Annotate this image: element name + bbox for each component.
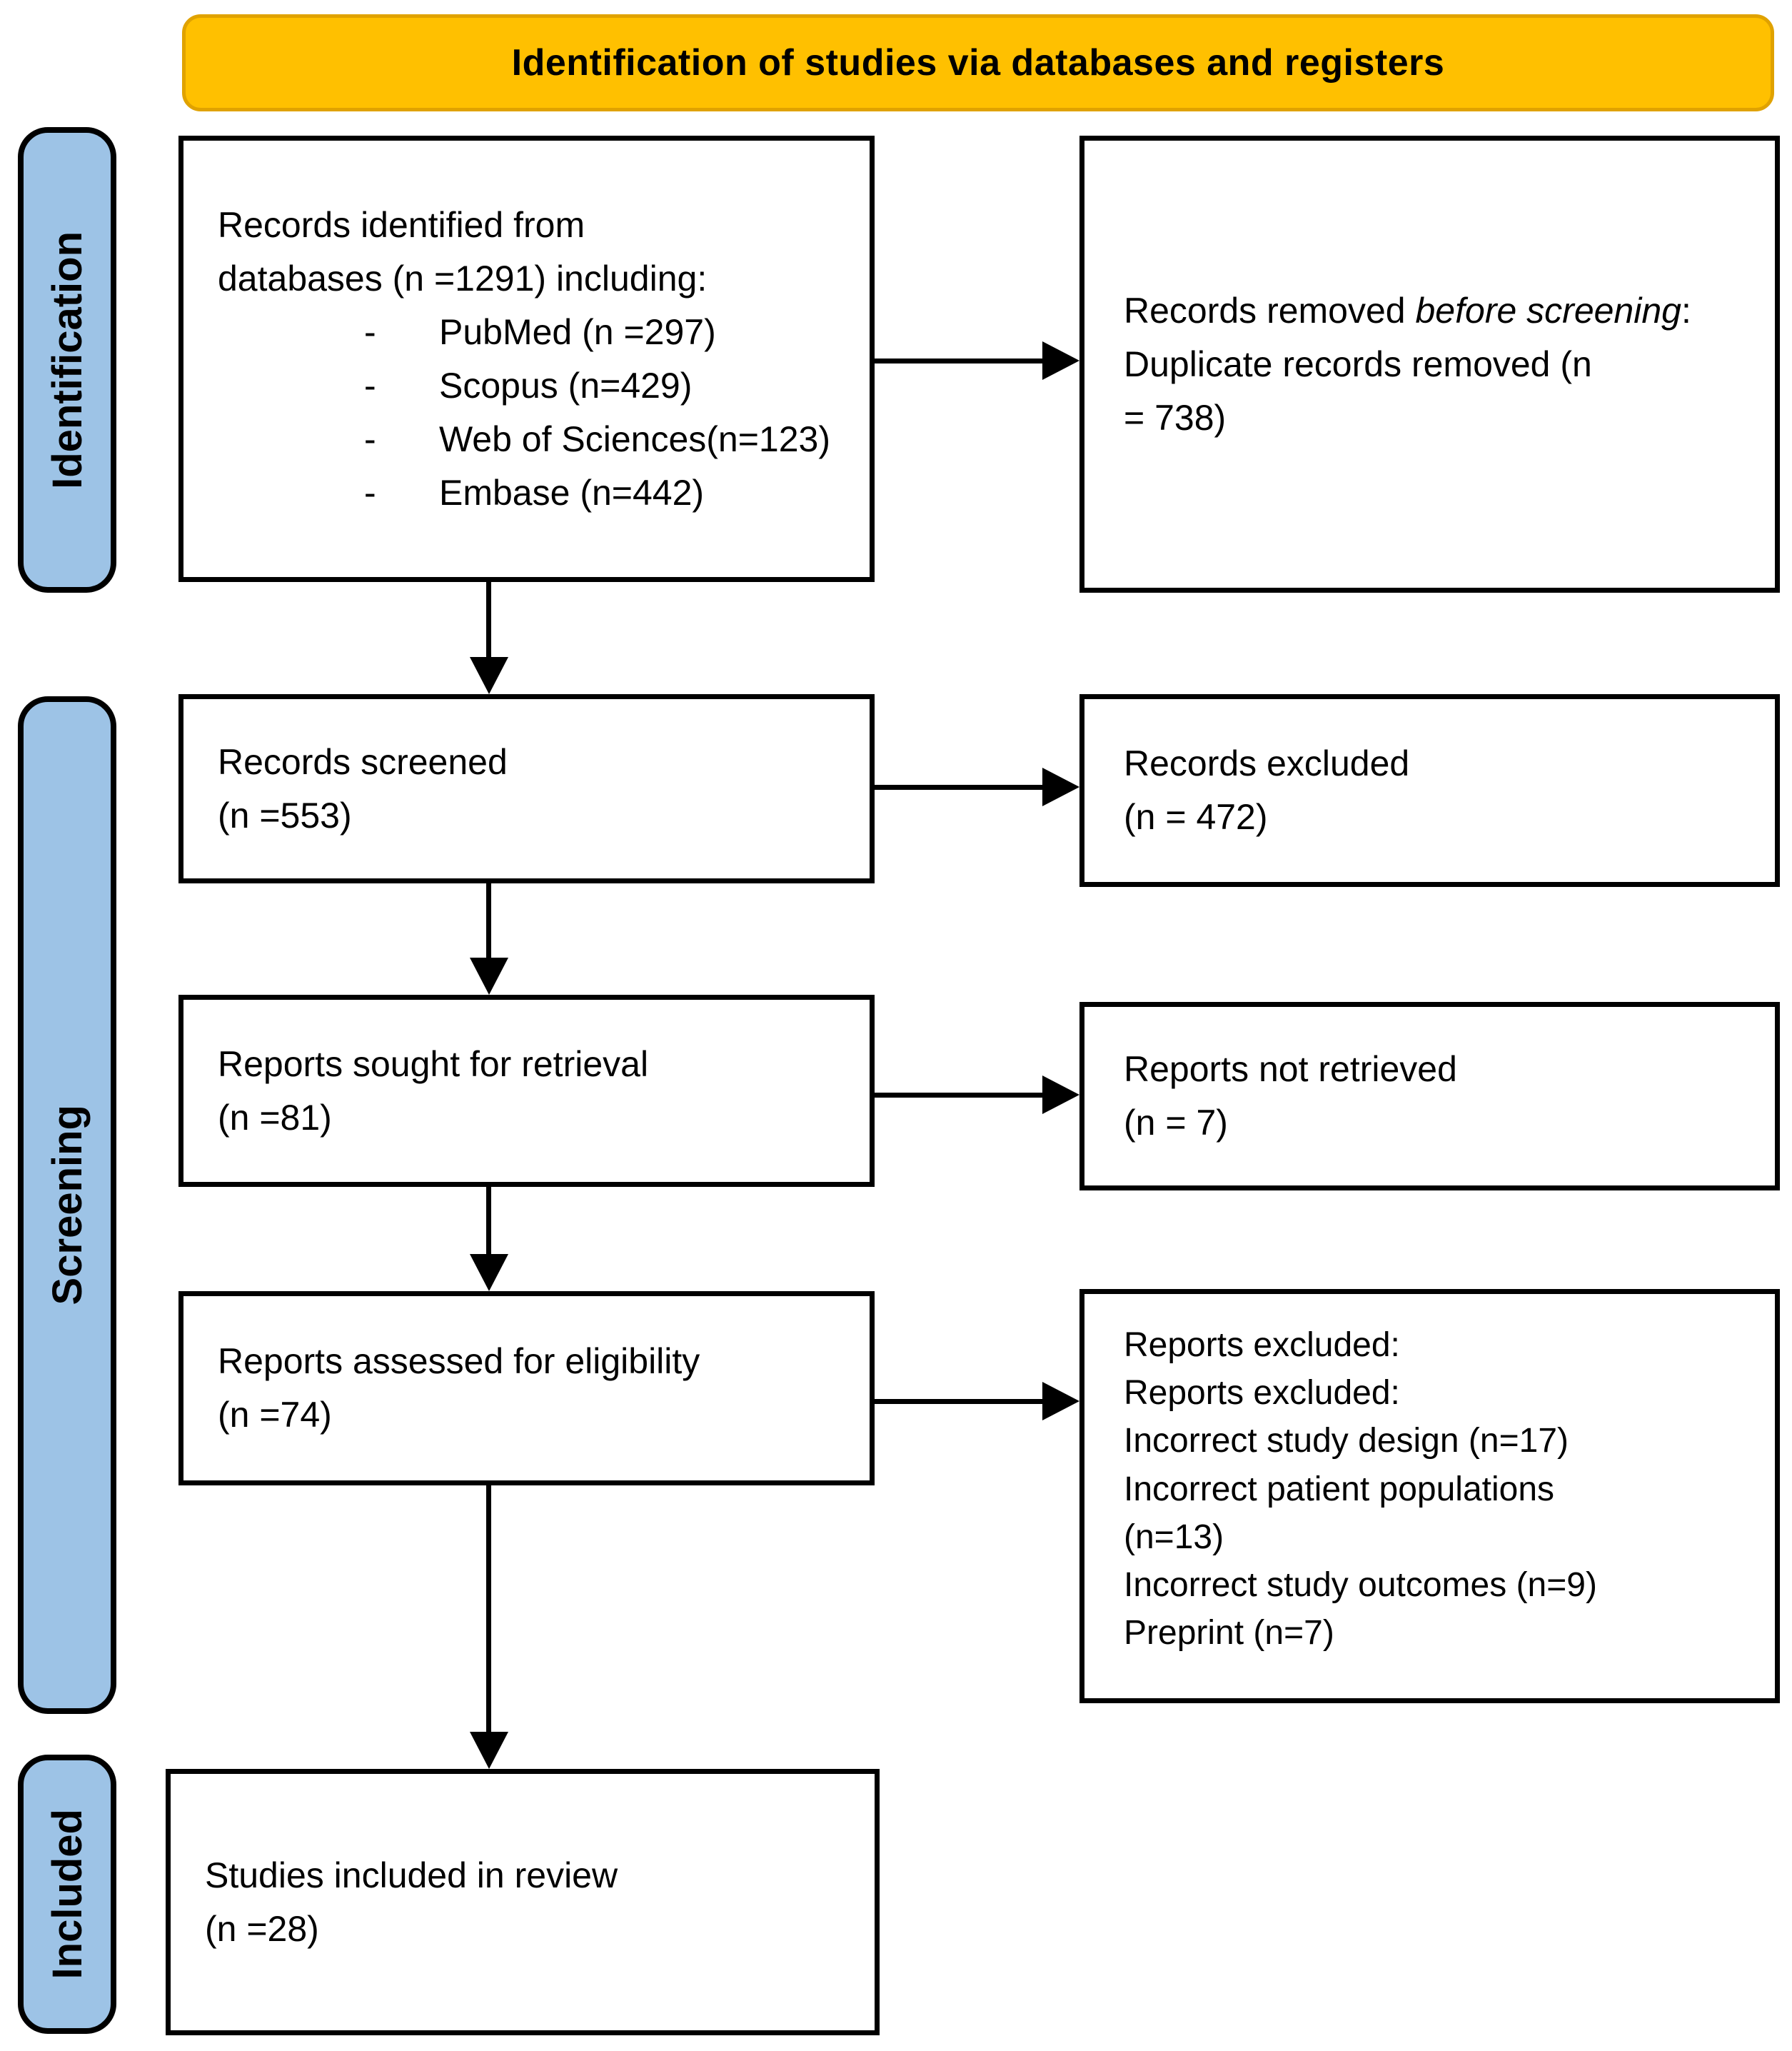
box-records-identified: Records identified from databases (n =12… [178,136,875,582]
records-excluded-count: (n = 472) [1124,797,1268,837]
list-item-text: Embase (n=442) [439,472,705,513]
records-screened-count: (n =553) [218,795,352,836]
records-excluded-line1: Records excluded [1124,743,1410,783]
arrow-line [875,1399,1046,1404]
reports-assessed-count: (n =74) [218,1395,332,1435]
studies-included-line1: Studies included in review [205,1855,618,1895]
reports-sought-line1: Reports sought for retrieval [218,1043,649,1084]
box-records-screened: Records screened (n =553) [178,694,875,883]
arrowhead-down-icon [470,657,508,694]
arrowhead-down-icon [470,1254,508,1291]
arrow-line [486,1485,491,1734]
reports-sought-count: (n =81) [218,1097,332,1138]
reports-excluded-item: Incorrect patient populations (n=13) [1124,1470,1555,1556]
reports-excluded-item: Preprint (n=7) [1124,1614,1334,1653]
records-identified-list: - PubMed (n =297) - Scopus (n=429) - Web… [218,306,848,520]
box-reports-assessed: Reports assessed for eligibility (n =74) [178,1291,875,1485]
records-identified-lead: Records identified from databases (n =12… [218,204,708,299]
dash-bullet: - [364,365,376,406]
list-item-text: Web of Sciences(n=123) [439,418,830,459]
reports-excluded-item: Incorrect study design (n=17) [1124,1422,1569,1460]
arrow-line [486,883,491,961]
box-records-excluded: Records excluded (n = 472) [1079,694,1780,887]
box-reports-sought: Reports sought for retrieval (n =81) [178,995,875,1187]
stage-label-included: Included [18,1755,116,2034]
records-removed-prefix: Records removed [1124,290,1416,331]
arrowhead-right-icon [1042,768,1079,806]
records-removed-detail: Duplicate records removed (n = 738) [1124,343,1592,438]
dash-bullet: - [364,311,376,352]
box-studies-included: Studies included in review (n =28) [166,1769,880,2035]
header-banner: Identification of studies via databases … [182,14,1774,111]
arrowhead-right-icon [1042,341,1079,380]
arrowhead-right-icon [1042,1075,1079,1114]
arrow-line [875,358,1046,363]
list-item-text: PubMed (n =297) [439,311,716,352]
list-item: - Web of Sciences(n=123) [218,413,848,466]
arrow-line [875,1093,1046,1098]
dash-bullet: - [364,472,376,513]
arrow-line [486,1187,491,1257]
box-records-removed: Records removed before screening: Duplic… [1079,136,1780,593]
arrowhead-down-icon [470,1732,508,1769]
list-item-text: Scopus (n=429) [439,365,693,406]
stage-label-identification: Identification [18,127,116,593]
diagram-title: Identification of studies via databases … [511,42,1445,84]
arrowhead-down-icon [470,958,508,995]
stage-label-screening: Screening [18,696,116,1714]
box-reports-excluded: Reports excluded: Reports excluded: Inco… [1079,1289,1780,1703]
reports-not-retrieved-count: (n = 7) [1124,1103,1228,1143]
stage-label-included-text: Included [44,1809,91,1980]
arrow-line [875,785,1046,790]
records-removed-heading: Records removed before screening: [1124,284,1696,338]
reports-excluded-heading: Reports excluded: [1124,1326,1400,1364]
reports-not-retrieved-line1: Reports not retrieved [1124,1049,1457,1089]
records-removed-italic: before screening [1415,290,1681,331]
reports-assessed-line1: Reports assessed for eligibility [218,1341,700,1381]
arrowhead-right-icon [1042,1382,1079,1420]
studies-included-count: (n =28) [205,1908,319,1949]
dash-bullet: - [364,418,376,459]
reports-excluded-item: Reports excluded: [1124,1374,1400,1413]
stage-label-screening-text: Screening [44,1105,91,1305]
box-reports-not-retrieved: Reports not retrieved (n = 7) [1079,1002,1780,1190]
stage-label-identification-text: Identification [44,231,91,489]
reports-excluded-item: Incorrect study outcomes (n=9) [1124,1565,1597,1604]
list-item: - Embase (n=442) [218,466,848,520]
records-removed-suffix: : [1681,290,1691,331]
records-screened-line1: Records screened [218,741,508,782]
list-item: - PubMed (n =297) [218,306,848,359]
arrow-line [486,582,491,662]
list-item: - Scopus (n=429) [218,359,848,413]
